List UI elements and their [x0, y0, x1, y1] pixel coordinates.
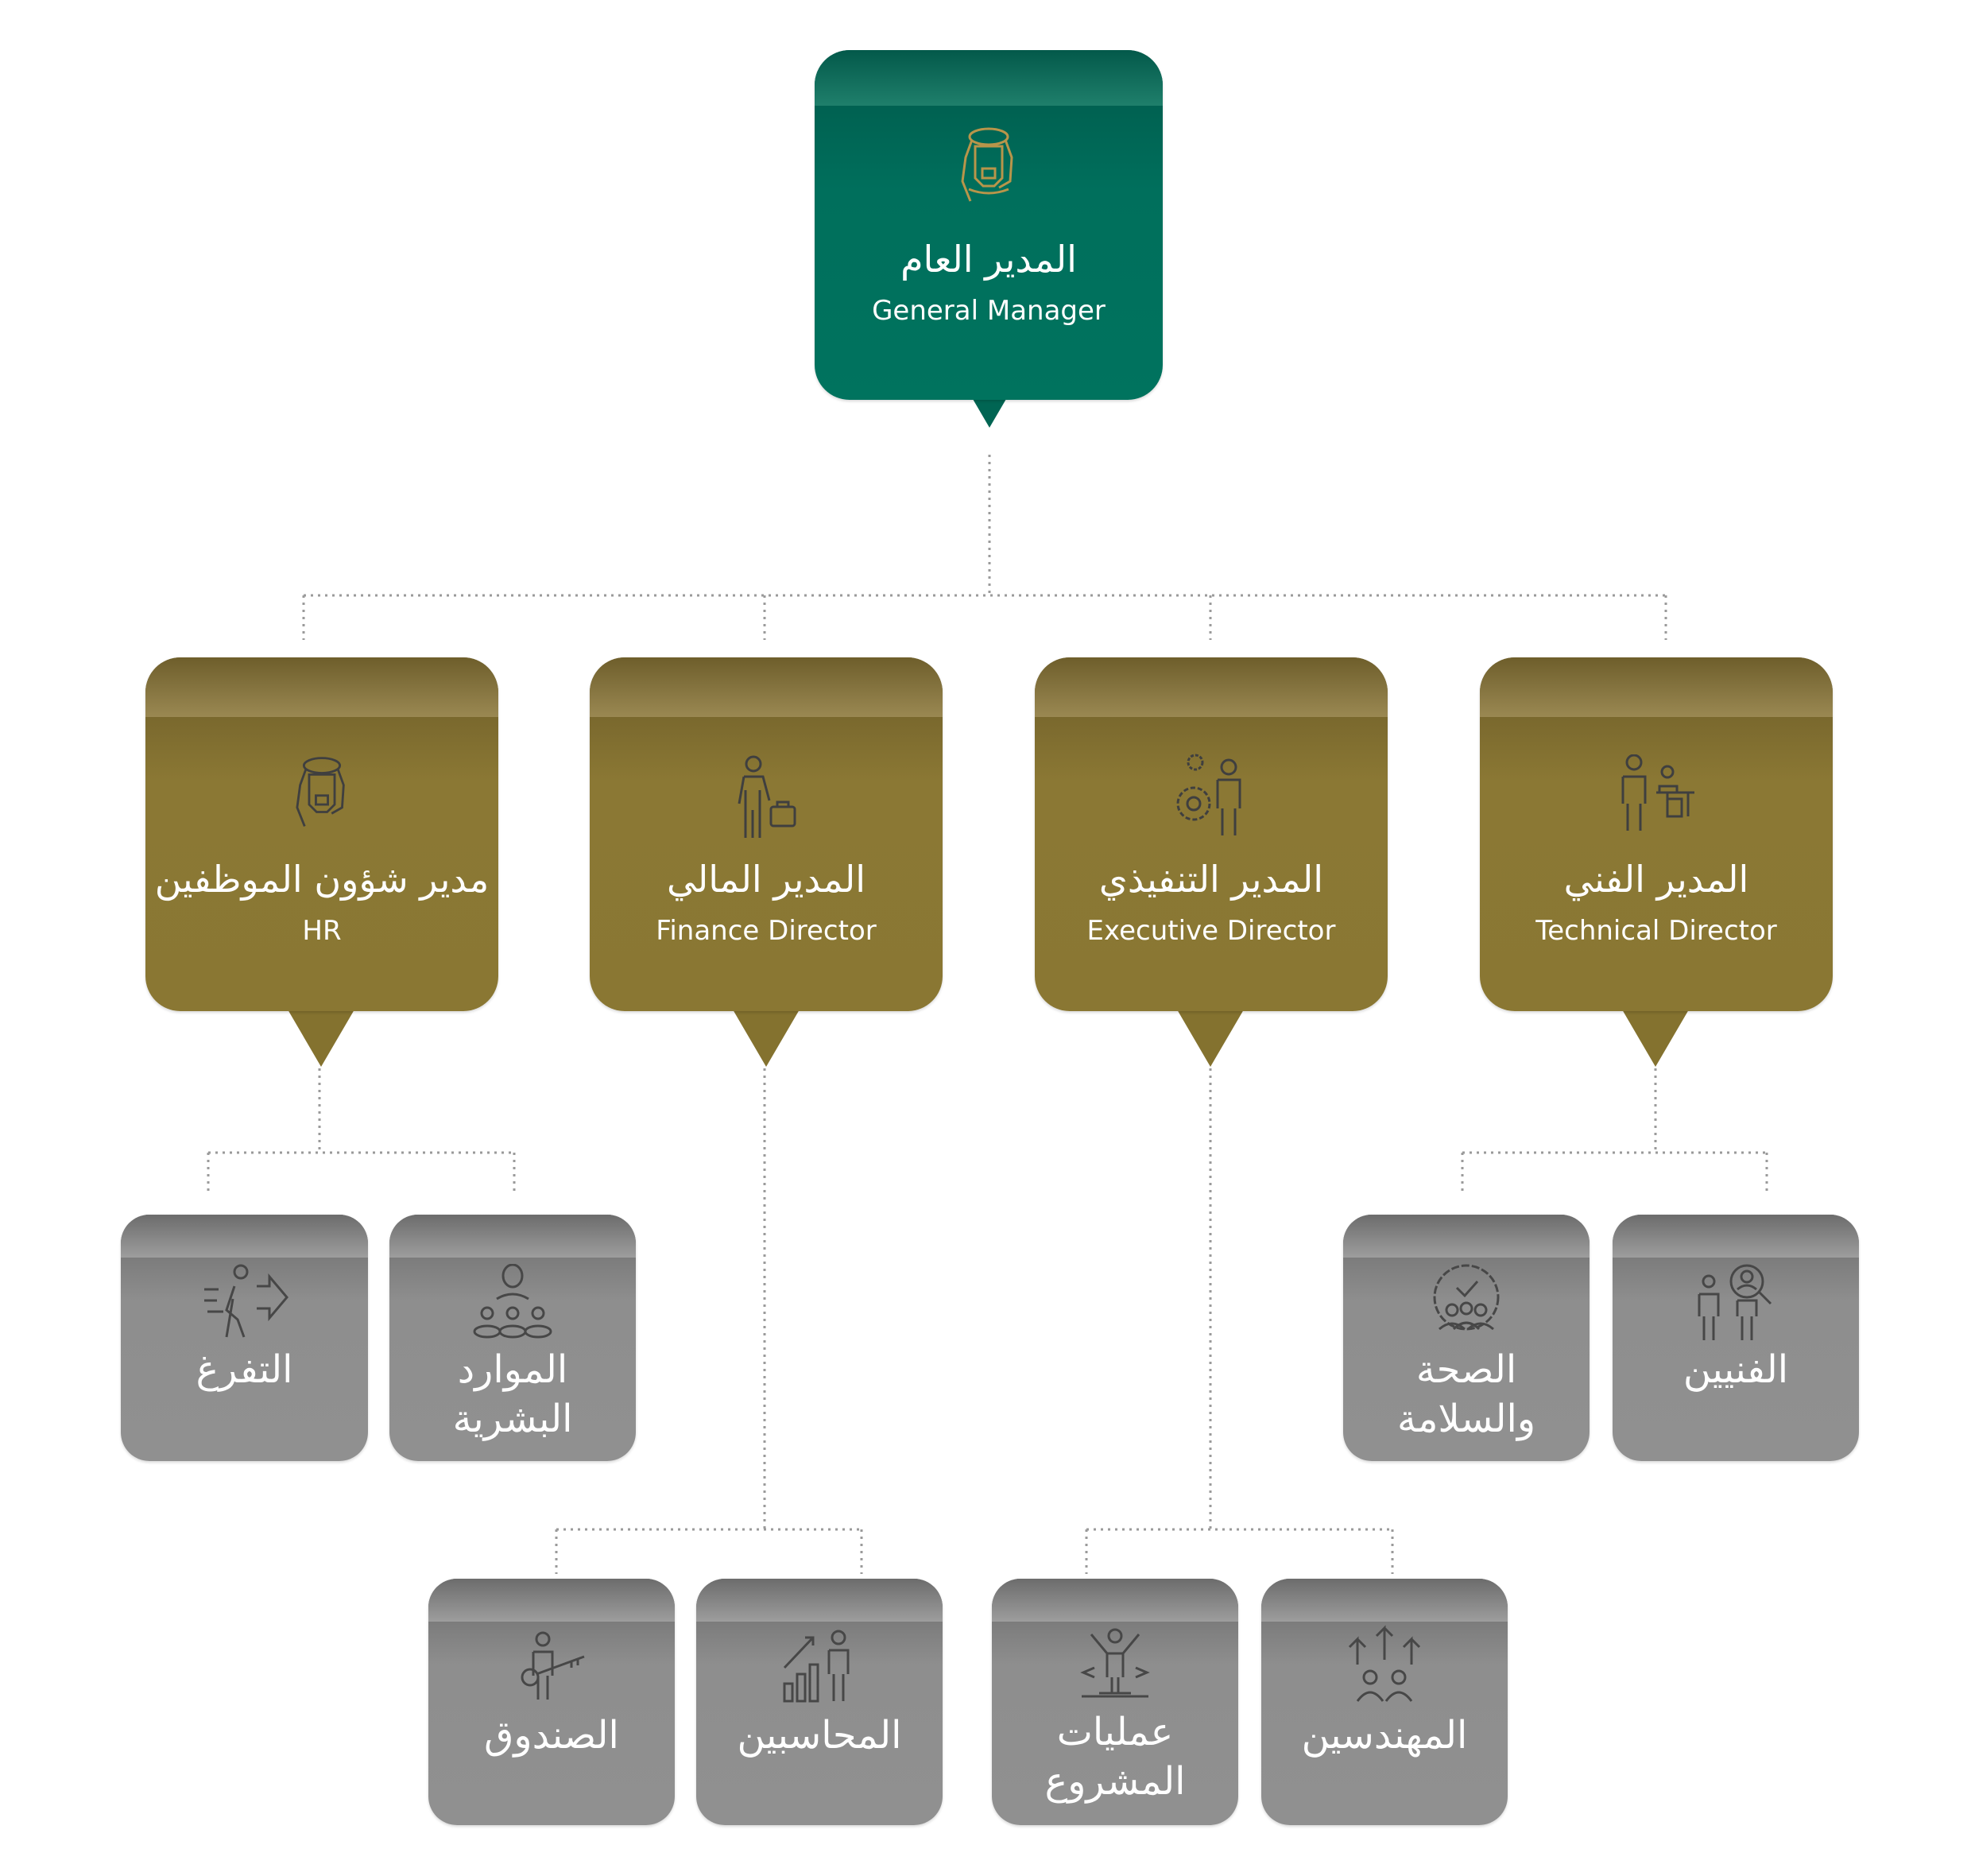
unit-node-fulltime[interactable]: التفرغ [121, 1215, 368, 1461]
director-title-ar: المدير المالي [666, 858, 866, 901]
director-node-executive[interactable]: المدير التنفيذي Executive Director [1035, 657, 1388, 1011]
unit-label: الصحة والسلامة [1396, 1347, 1536, 1441]
gears-people-icon [1176, 754, 1241, 835]
finance-pointer [733, 1010, 800, 1067]
unit-node-engineers[interactable]: المهندسين [1261, 1579, 1508, 1825]
unit-node-technicians[interactable]: الفنيين [1613, 1215, 1859, 1461]
hr-pointer [288, 1010, 354, 1067]
node-header-band [1480, 657, 1833, 717]
director-node-finance[interactable]: المدير المالي Finance Director [590, 657, 943, 1011]
unit-node-health-safety[interactable]: الصحة والسلامة [1343, 1215, 1590, 1461]
unit-label: الفنيين [1683, 1347, 1789, 1392]
director-title-ar: مدير شؤون الموظفين [154, 858, 490, 901]
connector-gm [302, 455, 1667, 640]
node-header-band [121, 1215, 368, 1258]
unit-label: المحاسبين [737, 1713, 902, 1758]
connector-hr [207, 1068, 516, 1195]
gm-title-ar: المدير العام [900, 238, 1077, 281]
unit-node-human-resources[interactable]: الموارد البشرية [389, 1215, 636, 1461]
growth-chart-icon [783, 1630, 850, 1703]
unit-node-accountants[interactable]: المحاسبين [696, 1579, 943, 1825]
unit-label: المهندسين [1301, 1713, 1468, 1758]
general-manager-node[interactable]: المدير العام General Manager [815, 50, 1163, 400]
unit-label: الموارد البشرية [452, 1347, 573, 1441]
node-header-band [815, 50, 1163, 106]
director-title-en: Finance Director [656, 915, 877, 947]
connector-tech [1461, 1068, 1768, 1195]
node-header-band [992, 1579, 1238, 1622]
connector-finance [555, 1068, 863, 1574]
person-key-icon [521, 1631, 585, 1700]
executive-pointer [1177, 1010, 1244, 1067]
unit-node-project-operations[interactable]: عمليات المشروع [992, 1579, 1238, 1825]
saudi-man-icon [296, 757, 345, 827]
unit-node-cashbox[interactable]: الصندوق [428, 1579, 675, 1825]
director-node-hr[interactable]: مدير شؤون الموظفين HR [145, 657, 498, 1011]
node-header-band [428, 1579, 675, 1622]
connector-exec [1085, 1068, 1394, 1574]
director-title-en: Executive Director [1086, 915, 1336, 947]
node-header-band [590, 657, 943, 717]
person-briefcase-icon [738, 755, 796, 838]
technician-search-icon [1698, 1264, 1772, 1340]
director-title-ar: المدير الفني [1563, 858, 1749, 901]
node-header-band [1343, 1215, 1590, 1258]
team-icon [473, 1264, 552, 1339]
gm-title-en: General Manager [872, 295, 1106, 327]
unit-label: التفرغ [196, 1347, 293, 1392]
technical-pointer [1622, 1010, 1689, 1067]
saudi-man-icon [961, 127, 1013, 202]
node-header-band [389, 1215, 636, 1258]
node-header-band [696, 1579, 943, 1622]
person-desk-icon [1621, 754, 1694, 831]
node-header-band [1261, 1579, 1508, 1622]
engineers-arrows-icon [1348, 1625, 1421, 1702]
unit-label: الصندوق [484, 1713, 619, 1758]
director-title-en: Technical Director [1535, 915, 1777, 947]
running-exit-icon [203, 1264, 288, 1338]
node-header-band [1035, 657, 1388, 717]
node-header-band [1613, 1215, 1859, 1258]
safety-check-icon [1433, 1264, 1500, 1331]
director-title-ar: المدير التنفيذي [1098, 858, 1324, 901]
director-node-technical[interactable]: المدير الفني Technical Director [1480, 657, 1833, 1011]
celebrating-person-icon [1080, 1628, 1150, 1698]
node-header-band [145, 657, 498, 717]
director-title-en: HR [302, 915, 342, 947]
unit-label: عمليات المشروع [1044, 1710, 1186, 1804]
